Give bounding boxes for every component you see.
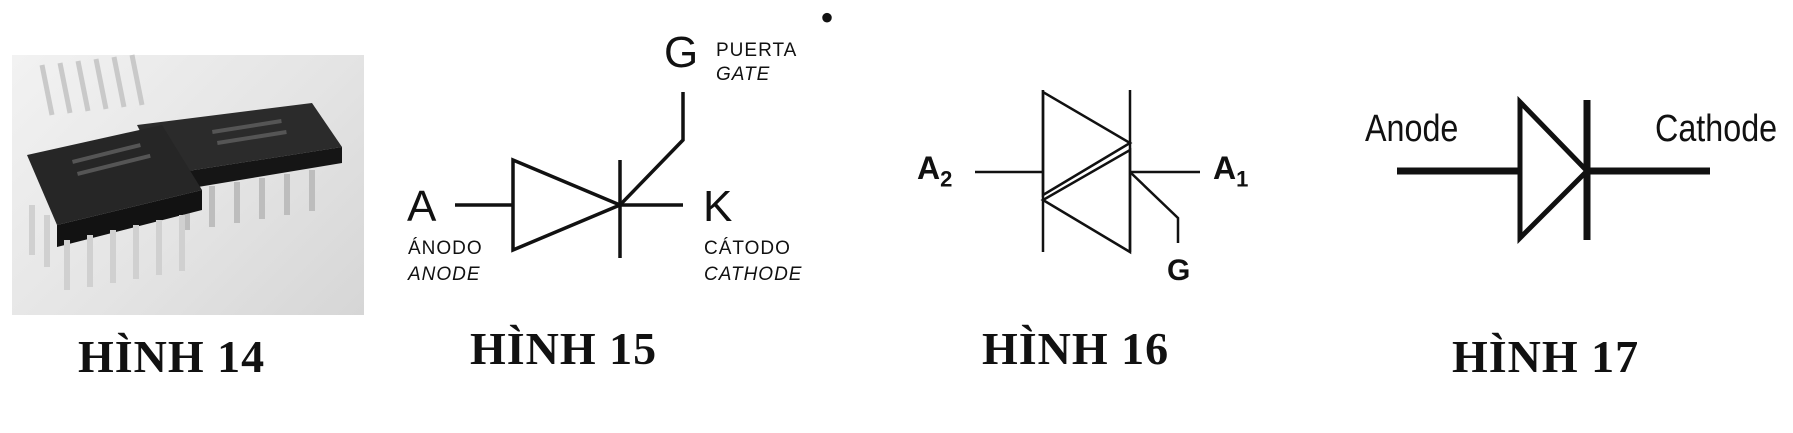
figure-17-caption: HÌNH 17 bbox=[1452, 331, 1640, 382]
figure-15-caption: HÌNH 15 bbox=[470, 323, 658, 374]
gate-english-label: GATE bbox=[716, 64, 771, 85]
anode-letter: A bbox=[407, 182, 437, 231]
cathode-english-label: CATHODE bbox=[704, 264, 803, 285]
triac-triangle-reverse bbox=[1040, 147, 1132, 255]
gate-letter: G bbox=[664, 28, 699, 77]
figure-14-caption: HÌNH 14 bbox=[78, 331, 266, 382]
a2-label: A2 bbox=[917, 150, 953, 192]
clipped-top-mark-right: • bbox=[820, 0, 835, 40]
cathode-spanish-label: CÁTODO bbox=[704, 238, 791, 259]
gate-spanish-label: PUERTA bbox=[716, 40, 798, 61]
diode-triangle bbox=[1517, 95, 1591, 245]
gate-lead bbox=[618, 92, 685, 207]
gate-label: G bbox=[1167, 254, 1191, 287]
gate-lead bbox=[1129, 171, 1180, 243]
clipped-top-mark-left: ʼ bbox=[568, 0, 582, 24]
ic-chip-photo bbox=[12, 54, 364, 315]
triac-triangle-forward bbox=[1041, 89, 1133, 198]
a1-label: A1 bbox=[1213, 150, 1249, 192]
cathode-label: Cathode bbox=[1655, 108, 1778, 150]
ic-chips-illustration bbox=[27, 54, 342, 290]
diode-triangle bbox=[511, 157, 625, 253]
cathode-letter: K bbox=[703, 182, 733, 231]
anode-english-label: ANODE bbox=[408, 264, 481, 285]
anode-label: Anode bbox=[1365, 108, 1459, 150]
anode-spanish-label: ÁNODO bbox=[408, 238, 483, 259]
figure-16-caption: HÌNH 16 bbox=[982, 323, 1170, 374]
